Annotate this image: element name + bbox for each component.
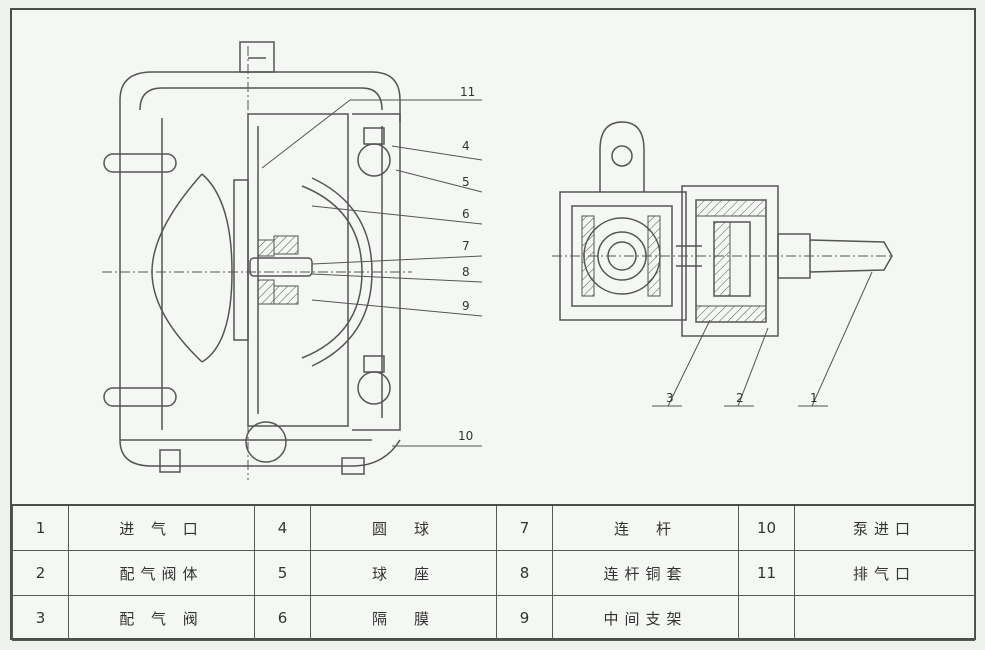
callout-labels-left: 11 4 5 6 7 8 9 10 — [458, 85, 475, 443]
part-name: 中间支架 — [552, 595, 739, 641]
callout-4: 4 — [462, 139, 470, 153]
callout-7: 7 — [462, 239, 470, 253]
part-name: 配 气 阀 — [68, 595, 255, 641]
part-name: 球 座 — [310, 550, 497, 596]
part-number: 3 — [12, 595, 69, 641]
pump-technical-drawing: 11 4 5 6 7 8 9 10 — [102, 41, 893, 480]
callout-leaders-right — [652, 271, 873, 407]
part-name: 泵进口 — [794, 504, 975, 551]
part-name: 连杆铜套 — [552, 550, 739, 596]
part-number: 4 — [254, 504, 311, 551]
callout-5: 5 — [462, 175, 470, 189]
part-name: 配气阀体 — [68, 550, 255, 596]
part-number: 6 — [254, 595, 311, 641]
callout-6: 6 — [462, 207, 470, 221]
part-number: 11 — [738, 550, 795, 596]
callout-11: 11 — [460, 85, 475, 99]
part-number: 9 — [496, 595, 553, 641]
part-name: 进 气 口 — [68, 504, 255, 551]
hatched-areas — [257, 235, 299, 305]
callout-8: 8 — [462, 265, 470, 279]
part-name — [794, 595, 975, 641]
drawing-sheet: 11 4 5 6 7 8 9 10 — [10, 8, 976, 641]
callout-leaders-left — [261, 99, 483, 447]
part-name: 圆 球 — [310, 504, 497, 551]
callout-3: 3 — [666, 391, 674, 405]
parts-list-table: 1 进 气 口 4 圆 球 7 连 杆 10 泵进口 2 配气阀体 5 球 座 … — [12, 504, 975, 641]
callout-10: 10 — [458, 429, 473, 443]
part-number: 2 — [12, 550, 69, 596]
table-row: 3 配 气 阀 6 隔 膜 9 中间支架 — [12, 595, 975, 641]
table-row: 2 配气阀体 5 球 座 8 连杆铜套 11 排气口 — [12, 550, 975, 596]
part-name: 隔 膜 — [310, 595, 497, 641]
part-name: 连 杆 — [552, 504, 739, 551]
callout-9: 9 — [462, 299, 470, 313]
valve-hatching — [581, 199, 767, 323]
part-number: 7 — [496, 504, 553, 551]
callout-1: 1 — [810, 391, 818, 405]
part-number: 1 — [12, 504, 69, 551]
part-number: 10 — [738, 504, 795, 551]
part-number — [738, 595, 795, 641]
callout-2: 2 — [736, 391, 744, 405]
callout-labels-right: 3 2 1 — [666, 391, 818, 405]
part-number: 5 — [254, 550, 311, 596]
table-row: 1 进 气 口 4 圆 球 7 连 杆 10 泵进口 — [12, 504, 975, 551]
part-number: 8 — [496, 550, 553, 596]
pump-cross-section — [102, 41, 412, 480]
part-name: 排气口 — [794, 550, 975, 596]
